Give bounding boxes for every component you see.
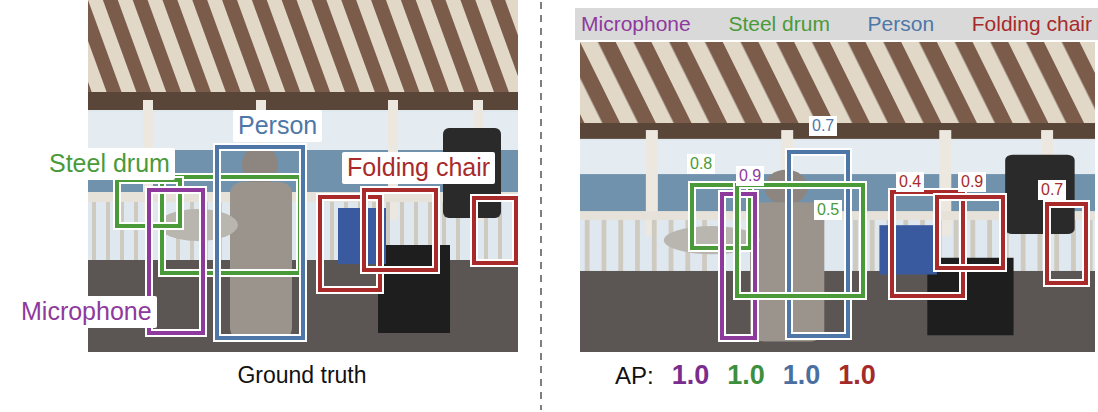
panel-caption: Ground truth bbox=[237, 362, 366, 389]
divider-line bbox=[540, 2, 542, 410]
class-label: Steel drum bbox=[44, 148, 175, 180]
ap-row: AP: 1.0 1.0 1.0 1.0 bbox=[615, 360, 876, 391]
ap-value: 1.0 bbox=[672, 360, 710, 391]
confidence-score: 0.8 bbox=[687, 154, 715, 174]
caption-slot: Ground truth bbox=[237, 362, 366, 389]
confidence-score: 0.9 bbox=[958, 172, 986, 192]
confidence-score: 0.5 bbox=[814, 200, 842, 220]
confidence-score: 0.7 bbox=[1038, 180, 1066, 200]
confidence-score: 0.7 bbox=[809, 116, 837, 136]
class-name: Microphone bbox=[581, 12, 691, 36]
bounding-box: 0.7 bbox=[1045, 202, 1088, 285]
class-name: Folding chair bbox=[972, 12, 1092, 36]
confidence-score: 0.9 bbox=[736, 166, 764, 186]
metric-name: AP: bbox=[615, 362, 654, 390]
detection-photo bbox=[580, 42, 1095, 352]
bounding-box: 0.7 bbox=[787, 150, 850, 338]
class-label: Person bbox=[233, 110, 322, 142]
class-bar: Microphone Steel drum Person Folding chair bbox=[575, 8, 1098, 40]
confidence-score: 0.4 bbox=[896, 172, 924, 192]
class-label: Folding chair bbox=[342, 152, 495, 184]
ap-value: 1.0 bbox=[727, 360, 765, 391]
class-name: Person bbox=[868, 12, 935, 36]
bounding-box: Person bbox=[215, 145, 305, 340]
bounding-box: 0.9 bbox=[935, 195, 1005, 270]
ap-value: 1.0 bbox=[838, 360, 876, 391]
bounding-box: Folding chair bbox=[362, 188, 438, 272]
bounding-box: 0.4 bbox=[890, 190, 965, 298]
ap-value: 1.0 bbox=[783, 360, 821, 391]
class-label: Microphone bbox=[16, 296, 157, 328]
class-name: Steel drum bbox=[728, 12, 830, 36]
bounding-box: 0.5 bbox=[735, 183, 865, 298]
bounding-box: Microphone bbox=[147, 188, 205, 335]
